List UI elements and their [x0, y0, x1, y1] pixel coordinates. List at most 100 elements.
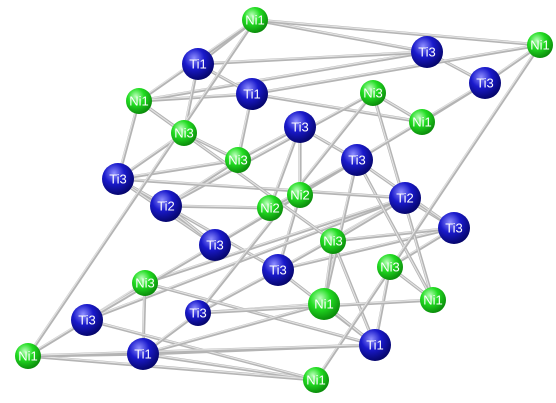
bond-a17-a15 [268, 158, 359, 210]
atom-label: Ti3 [109, 172, 127, 187]
atom-label: Ti1 [243, 87, 261, 102]
bond-highlight [26, 343, 375, 356]
bond-highlight [26, 18, 255, 356]
atom-sphere [411, 36, 443, 68]
atoms-layer: Ni1Ni1Ni3Ni1Ni1Ni3Ni3Ni2Ni2Ni3Ni3Ni3Ni1T… [15, 7, 553, 393]
atom-ni1: Ni1 [303, 367, 329, 393]
atom-label: Ni1 [306, 373, 326, 388]
atom-ni2: Ni2 [257, 195, 283, 221]
bond-highlight [253, 18, 541, 46]
atom-ti1: Ti1 [127, 338, 159, 370]
atom-ti1: Ti1 [182, 48, 214, 80]
atom-label: Ti1 [366, 338, 384, 353]
atom-ni2: Ni2 [287, 182, 313, 208]
atom-label: Ti1 [189, 57, 207, 72]
atom-label: Ti3 [206, 238, 224, 253]
bond-highlight [253, 18, 427, 53]
atom-label: Ti3 [189, 306, 207, 321]
atom-sphere [257, 195, 283, 221]
bonds-layer [26, 18, 542, 382]
atom-label: Ti1 [134, 347, 152, 362]
atom-sphere [303, 367, 329, 393]
atom-ti3: Ti3 [199, 229, 231, 261]
bond-highlight [116, 158, 238, 179]
bond-highlight [141, 302, 324, 354]
bond-highlight [141, 352, 316, 380]
bond-highlight [314, 43, 541, 380]
atom-sphere [185, 300, 211, 326]
atom-label: Ti3 [445, 221, 463, 236]
bond-a19-a22 [276, 226, 456, 272]
bond-a20-a28 [85, 196, 407, 322]
bond-a3-a2 [196, 50, 429, 66]
atom-sphere [242, 7, 268, 33]
atom-ti3: Ti3 [469, 67, 501, 99]
atom-label: Ni3 [135, 276, 155, 291]
atom-ti1: Ti1 [236, 78, 268, 110]
atom-label: Ni3 [323, 234, 343, 249]
bond-highlight [250, 92, 422, 123]
bond-highlight [85, 196, 405, 320]
bond-a8-a5 [250, 43, 542, 96]
atom-sphere [71, 304, 103, 336]
atom-sphere [341, 144, 373, 176]
atom-sphere [171, 120, 197, 146]
atom-sphere [132, 270, 158, 296]
atom-sphere [127, 338, 159, 370]
bond-a4-a8 [137, 92, 254, 103]
bond-a3-a4 [137, 50, 429, 103]
atom-label: Ni1 [423, 293, 443, 308]
bond-highlight [331, 226, 454, 241]
atom-ni3: Ni3 [132, 270, 158, 296]
bond-a21-a22 [331, 226, 456, 243]
atom-label: Ti3 [269, 263, 287, 278]
atom-sphere [199, 229, 231, 261]
atom-label: Ni1 [412, 115, 432, 130]
atom-sphere [438, 212, 470, 244]
atom-sphere [284, 111, 316, 143]
bond-a12-a13 [164, 91, 375, 208]
bond-highlight [268, 158, 357, 208]
atom-label: Ti3 [418, 45, 436, 60]
atom-label: Ti3 [476, 76, 494, 91]
atom-label: Ti2 [396, 191, 414, 206]
bond-a1-a30 [26, 18, 257, 358]
atom-ti3: Ti3 [262, 254, 294, 286]
bond-highlight [196, 50, 427, 65]
atom-sphere [469, 67, 501, 99]
atom-sphere [225, 147, 251, 173]
atom-label: Ni1 [18, 349, 38, 364]
bond-highlight [26, 354, 316, 380]
atom-label: Ni3 [380, 260, 400, 275]
atom-ti1: Ti1 [359, 329, 391, 361]
atom-label: Ni1 [245, 13, 265, 28]
atom-ti3: Ti3 [411, 36, 443, 68]
atom-label: Ni3 [228, 153, 248, 168]
atom-label: Ti2 [157, 199, 175, 214]
bond-a5-a32 [314, 43, 542, 382]
atom-sphere [360, 80, 386, 106]
bond-a30-a26 [26, 343, 377, 358]
bond-highlight [164, 204, 270, 208]
atom-sphere [15, 343, 41, 369]
bond-highlight [143, 196, 405, 283]
atom-sphere [150, 190, 182, 222]
atom-ti3: Ti3 [185, 300, 211, 326]
atom-sphere [409, 109, 435, 135]
atom-ni1: Ni1 [242, 7, 268, 33]
atom-sphere [377, 254, 403, 280]
atom-ni1: Ni1 [308, 288, 340, 320]
atom-sphere [359, 329, 391, 361]
atom-label: Ti3 [291, 120, 309, 135]
atom-ni3: Ni3 [360, 80, 386, 106]
atom-ni3: Ni3 [320, 228, 346, 254]
atom-label: Ti3 [78, 313, 96, 328]
atom-label: Ti3 [348, 153, 366, 168]
atom-ni1: Ni1 [15, 343, 41, 369]
bond-highlight [143, 281, 375, 345]
atom-ni3: Ni3 [225, 147, 251, 173]
atom-sphere [182, 48, 214, 80]
atom-ti2: Ti2 [150, 190, 182, 222]
atom-sphere [320, 228, 346, 254]
atom-label: Ni3 [174, 126, 194, 141]
